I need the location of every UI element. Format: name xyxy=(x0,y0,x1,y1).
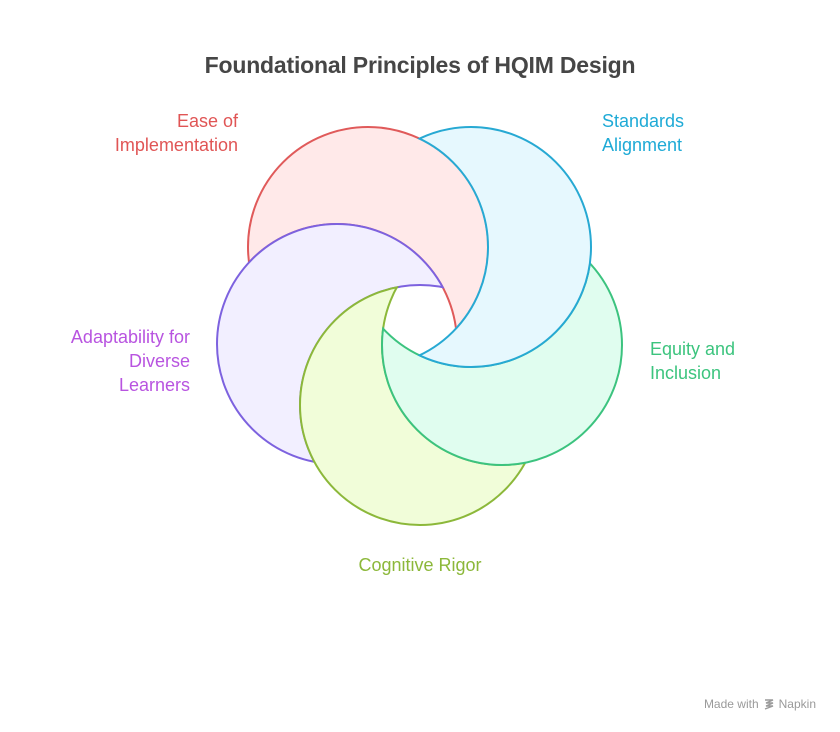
label-line: Ease of xyxy=(176,111,238,131)
label-line: Implementation xyxy=(114,135,238,155)
principle-shape-standards xyxy=(350,126,592,368)
label-standards-alignment: Standards Alignment xyxy=(602,109,802,157)
made-with-napkin[interactable]: Made with Napkin xyxy=(704,697,816,711)
label-cognitive-rigor: Cognitive Rigor xyxy=(320,553,520,577)
label-line: Standards xyxy=(602,111,685,131)
label-ease-of-implementation: Ease of Implementation xyxy=(60,109,238,157)
crescent-standards xyxy=(350,126,592,368)
label-line: Diverse xyxy=(128,351,190,371)
label-equity-and-inclusion: Equity and Inclusion xyxy=(650,337,830,385)
label-line: Alignment xyxy=(602,135,683,155)
footer-brand: Napkin xyxy=(778,697,816,711)
label-line: Learners xyxy=(118,375,190,395)
footer-prefix: Made with xyxy=(703,697,759,711)
napkin-logo-icon xyxy=(764,699,773,710)
diagram-title: Foundational Principles of HQIM Design xyxy=(204,52,636,78)
label-line: Cognitive Rigor xyxy=(358,555,482,575)
label-line: Inclusion xyxy=(650,363,722,383)
crescent-inner-edge-standards xyxy=(351,127,489,367)
label-adaptability: Adaptability for Diverse Learners xyxy=(20,325,190,397)
label-line: Adaptability for xyxy=(70,327,190,347)
label-line: Equity and xyxy=(650,339,736,359)
